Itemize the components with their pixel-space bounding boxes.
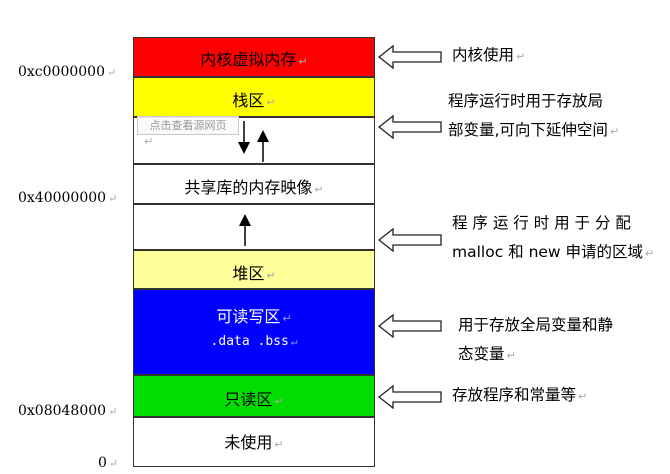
paragraph-mark: ↵ xyxy=(282,312,292,325)
segment-ro-label: 只读区 xyxy=(224,390,273,409)
address-text-start: 0x08048000↵ xyxy=(18,403,118,419)
segment-kernel-label: 内核虚拟内存 xyxy=(200,50,297,69)
segment-mmap: 共享库的内存映像↵ xyxy=(133,164,375,204)
segment-rw: 可读写区↵ .data .bss↵ xyxy=(133,289,375,375)
address-kernel-start: 0xc0000000↵ xyxy=(18,64,117,80)
paragraph-mark: ↵ xyxy=(144,135,154,148)
address-mmap-start: 0x40000000↵ xyxy=(18,190,118,206)
hollow-arrow-icon xyxy=(377,44,442,70)
paragraph-mark: ↵ xyxy=(290,335,298,348)
annotation-arrows xyxy=(377,44,442,410)
note-stack: 程序运行时用于存放局 部变量,可向下延伸空间↵ xyxy=(448,87,619,146)
segment-mmap-label: 共享库的内存映像 xyxy=(184,178,313,197)
paragraph-mark: ↵ xyxy=(266,269,276,282)
segment-unused-label: 未使用 xyxy=(224,433,273,452)
segment-kernel: 内核虚拟内存↵ xyxy=(133,37,375,77)
note-heap: 程 序 运 行 时 用 于 分 配 malloc 和 new 申请的区域↵ xyxy=(452,209,654,268)
hollow-arrow-icon xyxy=(377,384,442,410)
segment-stack: 栈区↵ xyxy=(133,77,375,117)
stack-growth-arrows xyxy=(238,121,269,162)
note-rw-line1: 用于存放全局变量和静 xyxy=(458,316,614,334)
paragraph-mark: ↵ xyxy=(274,438,284,451)
address-zero: 0↵ xyxy=(98,455,119,471)
hollow-arrow-icon xyxy=(377,114,442,140)
note-kernel: 内核使用↵ xyxy=(452,46,526,64)
view-source-watermark[interactable]: 点击查看源网页 xyxy=(137,116,239,135)
segment-stack-label: 栈区 xyxy=(232,91,265,110)
segment-ro: 只读区↵ xyxy=(133,375,375,417)
segment-unused: 未使用↵ xyxy=(133,417,375,467)
hollow-arrow-icon xyxy=(377,227,442,253)
note-heap-line1: 程 序 运 行 时 用 于 分 配 xyxy=(452,214,631,232)
paragraph-mark: ↵ xyxy=(274,395,284,408)
heap-growth-arrow xyxy=(239,214,251,246)
note-stack-line2: 部变量,可向下延伸空间 xyxy=(448,121,608,139)
hollow-arrow-icon xyxy=(377,313,442,339)
segment-rw-sublabel: .data .bss xyxy=(210,334,289,349)
note-stack-line1: 程序运行时用于存放局 xyxy=(448,92,604,110)
note-ro: 存放程序和常量等↵ xyxy=(452,386,588,404)
segment-heap-growth xyxy=(133,204,375,250)
segment-heap: 堆区↵ xyxy=(133,250,375,289)
segment-heap-label: 堆区 xyxy=(232,264,265,283)
note-heap-line2: malloc 和 new 申请的区域 xyxy=(452,243,644,261)
paragraph-mark: ↵ xyxy=(298,55,308,68)
note-rw-line2: 态变量 xyxy=(458,345,505,363)
segment-rw-label: 可读写区 xyxy=(216,307,281,326)
paragraph-mark: ↵ xyxy=(266,96,276,109)
note-rw: 用于存放全局变量和静 态变量↵ xyxy=(458,311,613,370)
paragraph-mark: ↵ xyxy=(314,183,324,196)
